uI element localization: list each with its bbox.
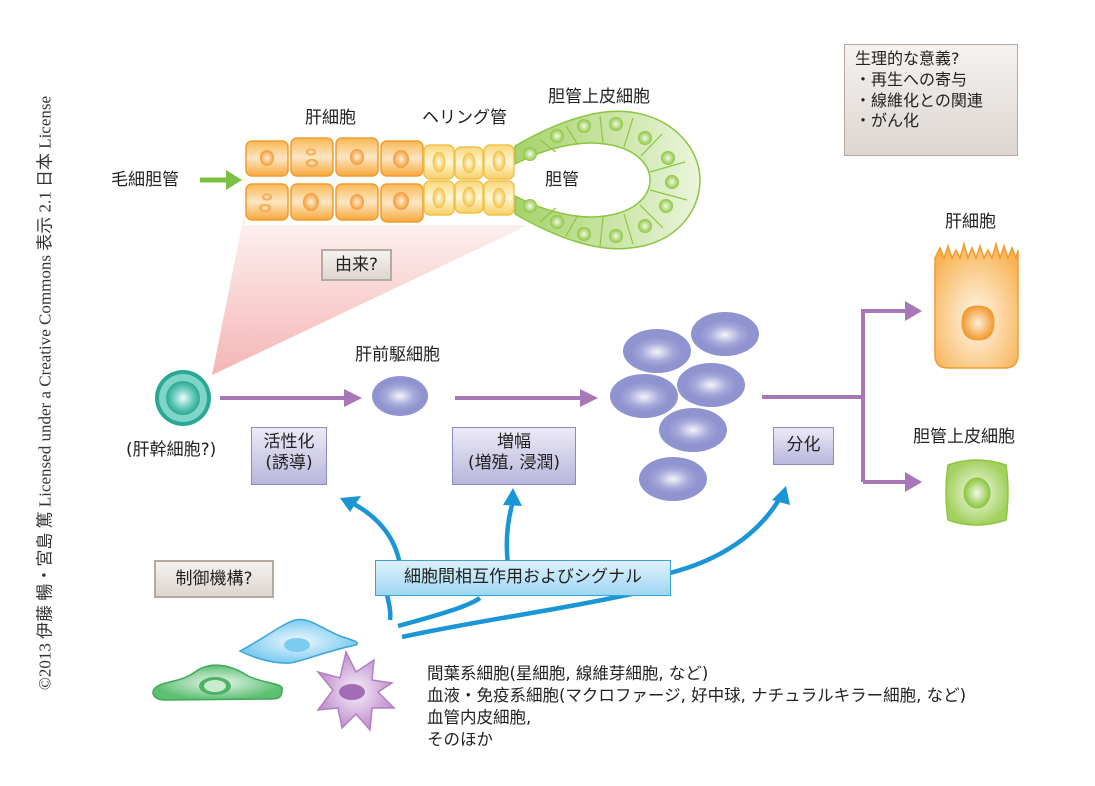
significance-item: ・線維化との関連 [855, 90, 983, 110]
label-progenitor: 肝前駆細胞 [355, 345, 440, 365]
origin-box: 由来? [321, 249, 392, 281]
license-credit: ©2013 伊藤 暢・宮島 篤 Licensed under a Creativ… [35, 95, 55, 691]
regulation-box: 制御機構? [154, 560, 274, 598]
significance-item: ・がん化 [855, 111, 920, 131]
niche-cell-green [152, 664, 283, 701]
label-mature-cholangiocyte: 胆管上皮細胞 [913, 427, 1015, 447]
amplified-progenitor-cluster [610, 312, 759, 501]
mature-cholangiocyte-graphic [945, 459, 1009, 526]
signal-arrowhead-amplification [503, 488, 522, 506]
niche-cell-purple [315, 649, 396, 732]
hering-cells [423, 144, 515, 216]
niche-cell-item: 間葉系細胞(星細胞, 線維芽細胞, など) [427, 664, 709, 683]
significance-item: ・再生への寄与 [855, 69, 968, 89]
origin-cone [212, 210, 560, 375]
label-stem-cell: (肝幹細胞?) [126, 440, 217, 460]
flow-arrow-activation [220, 389, 362, 407]
arrowhead-to-cholangiocyte [905, 472, 922, 492]
step-amplification-box: 増幅 (増殖, 浸潤) [452, 427, 576, 485]
label-canal-of-hering: ヘリング管 [422, 108, 507, 128]
activation-sublabel: (誘導) [265, 453, 313, 474]
amplification-label: 増幅 [497, 432, 531, 452]
niche-cell-item: 血管内皮細胞, [427, 708, 532, 727]
significance-title: 生理的な意義? [855, 49, 960, 68]
niche-cell-item: そのほか [427, 730, 493, 749]
label-cholangiocyte-top: 胆管上皮細胞 [548, 87, 650, 107]
hepatocyte-nuclei [259, 148, 409, 212]
differentiation-label: 分化 [786, 435, 821, 455]
step-activation-box: 活性化 (誘導) [251, 427, 327, 485]
mature-hepatocyte-graphic [934, 241, 1019, 369]
arrowhead-to-hepatocyte [905, 301, 922, 321]
flow-arrow-differentiation [762, 309, 907, 484]
label-bile-canaliculus: 毛細胆管 [111, 170, 179, 190]
canaliculus-arrow-icon [200, 170, 242, 190]
label-mature-hepatocyte: 肝細胞 [945, 212, 996, 232]
label-bile-duct: 胆管 [545, 170, 579, 190]
flow-arrow-amplification [455, 389, 598, 407]
progenitor-cell-graphic [372, 376, 428, 416]
physiological-significance-box: 生理的な意義? ・再生への寄与 ・線維化との関連 ・がん化 [844, 44, 1018, 156]
bile-duct-graphic [514, 110, 701, 250]
label-hepatocyte-top: 肝細胞 [305, 108, 356, 128]
niche-cell-item: 血液・免疫系細胞(マクロファージ, 好中球, ナチュラルキラー細胞, など) [427, 686, 967, 705]
niche-cell-blue [238, 618, 359, 664]
stem-cell-graphic [155, 370, 211, 426]
activation-label: 活性化 [263, 432, 315, 452]
signal-arrowhead-activation [340, 496, 361, 512]
niche-cell-list: 間葉系細胞(星細胞, 線維芽細胞, など) 血液・免疫系細胞(マクロファージ, … [427, 663, 966, 751]
signal-box: 細胞間相互作用およびシグナル [375, 560, 671, 596]
amplification-sublabel: (増殖, 浸潤) [467, 453, 561, 474]
signal-arrowhead-differentiation [772, 486, 790, 505]
hering-nuclei [432, 150, 506, 209]
step-differentiation-box: 分化 [773, 427, 834, 465]
